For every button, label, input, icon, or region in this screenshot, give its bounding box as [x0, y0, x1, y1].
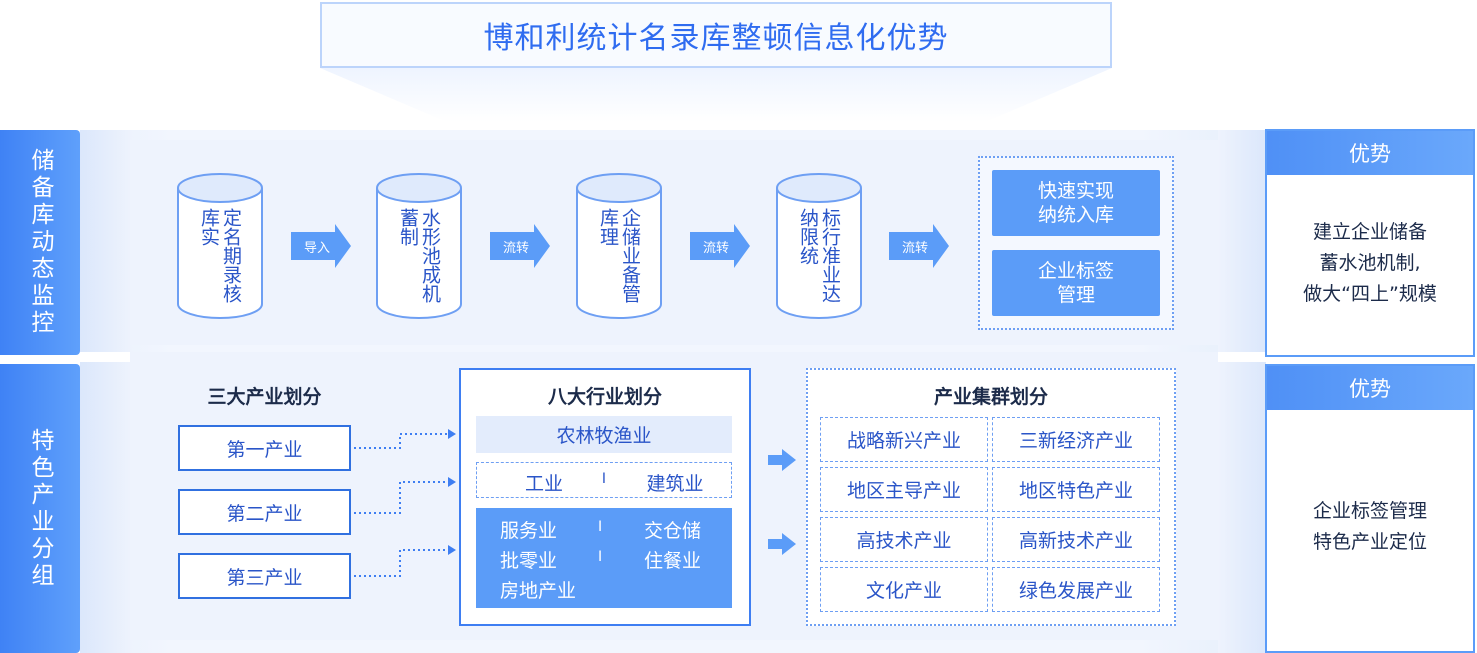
transport-storage-label: 交仓储: [644, 520, 702, 542]
arrow-right-icon: [690, 224, 750, 268]
row1-left-glow: [80, 130, 132, 352]
industry-cluster-title: 产业集群划分: [933, 386, 1048, 408]
accommodation-catering-label: 住餐业: [644, 550, 702, 572]
cylinder-shape: [776, 173, 862, 319]
row2-left-glow: [80, 362, 132, 653]
cluster-cell: 战略新兴产业: [820, 417, 988, 462]
cylinder-1: 定名期录核库实: [176, 168, 264, 319]
industry-construction-box: [476, 462, 732, 498]
tertiary-industry-box: 第三产业: [178, 553, 351, 599]
construction-label: 建筑业: [646, 473, 704, 495]
cluster-cell: 绿色发展产业: [992, 567, 1160, 612]
advantage-panel-2: 优势 企业标签管理 特色产业定位: [1265, 364, 1475, 653]
cluster-cell: 文化产业: [820, 567, 988, 612]
arrow-label: 流转: [702, 240, 729, 256]
title-glow: [320, 68, 1112, 122]
agriculture-box: 农林牧渔业: [476, 416, 732, 453]
advantage-text: 企业标签管理 特色产业定位: [1312, 500, 1427, 553]
three-industries-title: 三大产业划分: [207, 386, 322, 408]
advantage-text: 建立企业储备 蓄水池机制, 做大“四上”规模: [1303, 221, 1437, 305]
cylinder-shape: [576, 173, 662, 319]
cluster-cell: 高技术产业: [820, 517, 988, 562]
flow-arrow-import: 导入: [291, 224, 351, 268]
cylinder-label: 企储业备管库理: [597, 208, 641, 303]
wholesale-retail-label: 批零业: [500, 550, 558, 572]
cluster-cell: 高新技术产业: [992, 517, 1160, 562]
row1-label: 储备库动态监控: [0, 130, 80, 355]
tag-management-box: 企业标签 管理: [992, 250, 1160, 316]
cylinder-label: 水形池成机蓄制: [397, 208, 441, 303]
arrow-right-icon: [889, 224, 949, 268]
eight-industries-title: 八大行业划分: [547, 386, 662, 408]
industry-label: 工业: [524, 473, 563, 495]
cylinder-shape: [177, 173, 263, 319]
arrow-right-icon: [490, 224, 550, 268]
row2-label: 特色产业分组: [0, 364, 80, 653]
real-estate-label: 房地产业: [500, 580, 577, 602]
advantage-title: 优势: [1267, 366, 1473, 410]
double-arrow-icon: [768, 449, 796, 471]
cluster-cell: 地区特色产业: [992, 467, 1160, 512]
row2-right-glow: [1218, 362, 1266, 653]
cylinder-4: 标行准业达纳限统: [775, 168, 863, 319]
cluster-cell: 三新经济产业: [992, 417, 1160, 462]
cylinder-3: 企储业备管库理: [575, 168, 663, 319]
services-box: [476, 508, 732, 608]
advantage-panel-1: 优势 建立企业储备 蓄水池机制, 做大“四上”规模: [1265, 129, 1475, 357]
cluster-cell: 地区主导产业: [820, 467, 988, 512]
page-title: 博和利统计名录库整顿信息化优势: [320, 2, 1112, 68]
separator: I: [601, 471, 607, 487]
flow-arrow-transfer-3: 流转: [889, 224, 949, 268]
flow-arrow-transfer-1: 流转: [490, 224, 550, 268]
flow-arrow-transfer-2: 流转: [690, 224, 750, 268]
fast-inclusion-box: 快速实现 纳统入库: [992, 170, 1160, 236]
services-label: 服务业: [500, 520, 558, 542]
cylinder-label: 定名期录核库实: [198, 208, 242, 303]
secondary-industry-box: 第二产业: [178, 489, 351, 535]
arrow-label: 流转: [502, 240, 529, 256]
separator: I: [598, 519, 603, 535]
cylinder-label: 标行准业达纳限统: [797, 208, 841, 303]
cylinder-2: 水形池成机蓄制: [375, 168, 463, 319]
primary-industry-box: 第一产业: [178, 425, 351, 471]
double-arrow-icon: [768, 533, 796, 555]
dotted-connectors: [354, 429, 456, 577]
arrow-label: 导入: [303, 240, 330, 256]
separator: I: [598, 549, 603, 565]
arrow-label: 流转: [901, 240, 928, 256]
arrow-right-icon: [291, 224, 351, 268]
advantage-title: 优势: [1267, 131, 1473, 175]
cylinder-shape: [376, 173, 462, 319]
row1-right-glow: [1218, 130, 1266, 352]
